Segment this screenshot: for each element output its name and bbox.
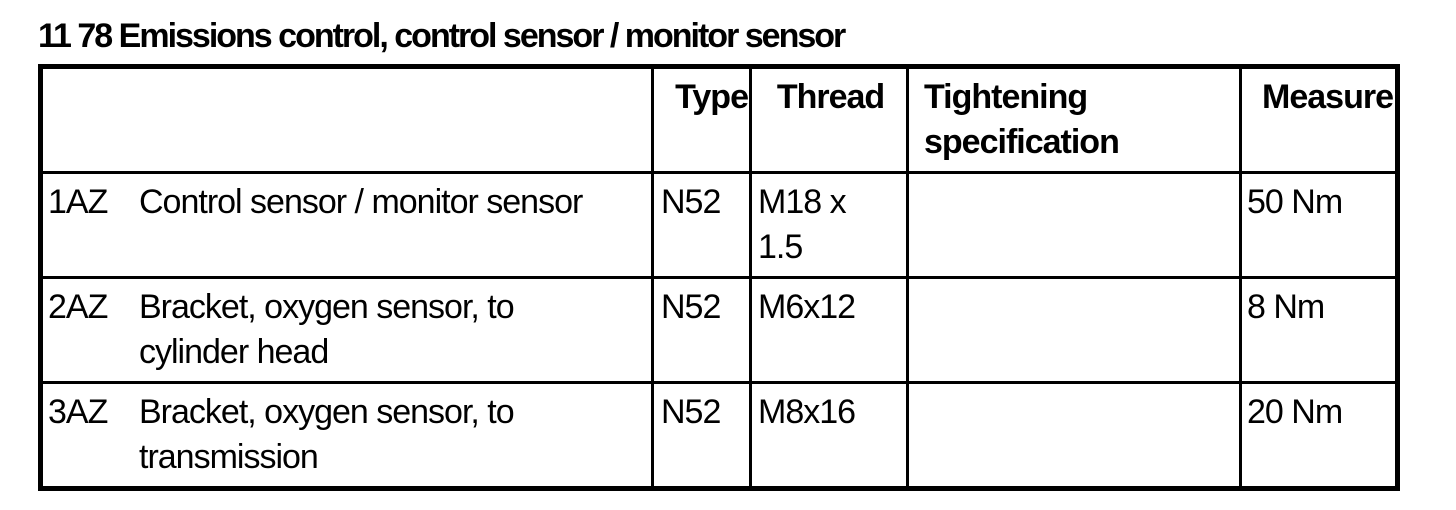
table-row: 2AZ Bracket, oxygen sensor, to cylinder h…: [39, 276, 1399, 384]
item-cell: 1AZ Control sensor / monitor sensor: [39, 171, 654, 279]
az-code: 2AZ: [48, 288, 108, 326]
type-cell: N52: [651, 171, 752, 279]
tightening-cell: [906, 171, 1242, 279]
type-cell: N52: [651, 276, 752, 384]
page-title: 11 78 Emissions control, control sensor …: [38, 17, 846, 55]
tightening-cell: [906, 381, 1242, 490]
az-code: 1AZ: [48, 183, 108, 221]
table-row: 3AZ Bracket, oxygen sensor, to transmissi…: [39, 381, 1399, 490]
header-item: [39, 65, 654, 174]
item-cell: 3AZ Bracket, oxygen sensor, to transmissi…: [39, 381, 654, 490]
header-measure: Measure: [1239, 65, 1399, 174]
measure-cell: 20 Nm: [1239, 381, 1399, 490]
thread-cell: M8x16: [749, 381, 909, 490]
table-row: 1AZ Control sensor / monitor sensor N52 M…: [39, 171, 1399, 279]
az-code: 3AZ: [48, 393, 108, 431]
item-cell: 2AZ Bracket, oxygen sensor, to cylinder h…: [39, 276, 654, 384]
header-thread: Thread: [749, 65, 909, 174]
header-tightening-specification: Tightening specification: [906, 65, 1242, 174]
type-cell: N52: [651, 381, 752, 490]
table-header-row: Type Thread Tightening specification Mea…: [39, 65, 1399, 174]
thread-cell: M18 x 1.5: [749, 171, 909, 279]
header-type: Type: [651, 65, 752, 174]
item-description: Bracket, oxygen sensor, to cylinder head: [139, 288, 515, 371]
item-description: Bracket, oxygen sensor, to transmission: [139, 393, 515, 476]
torque-spec-table: Type Thread Tightening specification Mea…: [38, 64, 1400, 491]
item-description: Control sensor / monitor sensor: [139, 183, 583, 221]
thread-cell: M6x12: [749, 276, 909, 384]
tightening-cell: [906, 276, 1242, 384]
measure-cell: 50 Nm: [1239, 171, 1399, 279]
measure-cell: 8 Nm: [1239, 276, 1399, 384]
